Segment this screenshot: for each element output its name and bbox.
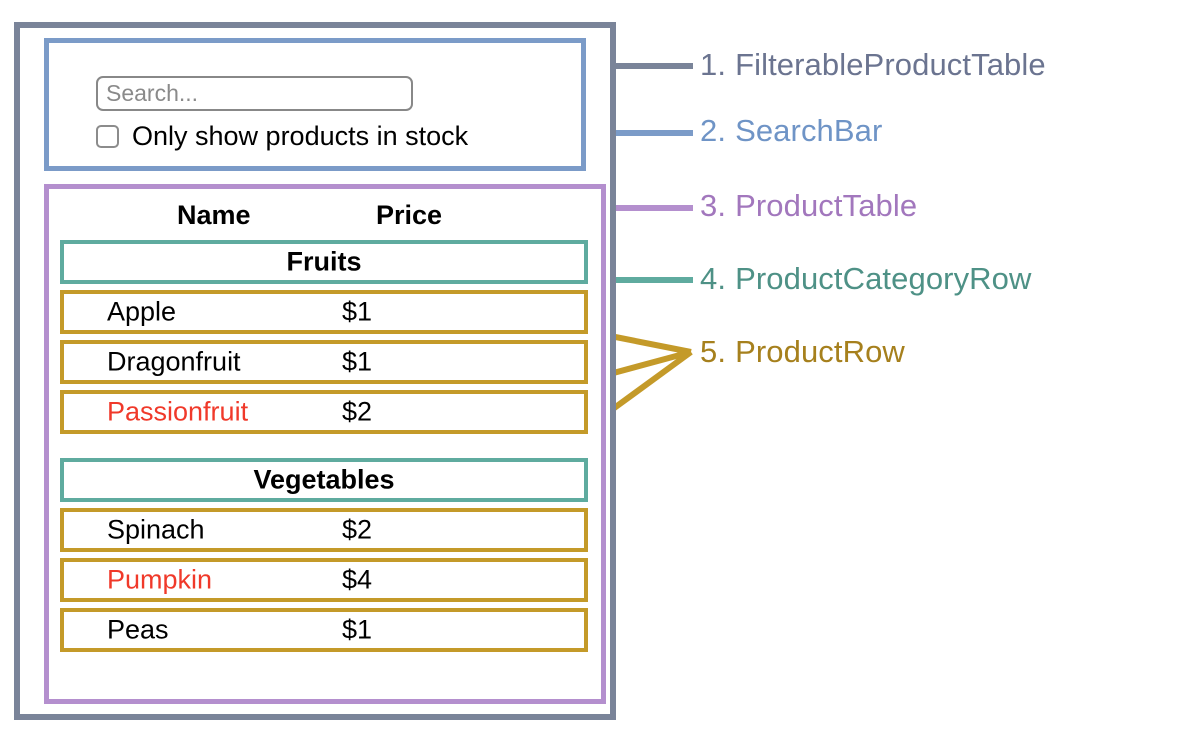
search-bar-box: Only show products in stock [44, 38, 586, 171]
product-row: Spinach $2 [60, 508, 588, 552]
product-row: Apple $1 [60, 290, 588, 334]
in-stock-checkbox-label: Only show products in stock [132, 121, 469, 151]
legend-item-search-bar: 2.SearchBar [700, 113, 882, 149]
legend-item-product-category-row: 4.ProductCategoryRow [700, 261, 1032, 297]
product-price: $4 [342, 564, 373, 595]
legend-item-filterable-product-table: 1.FilterableProductTable [700, 47, 1046, 83]
legend-label: ProductRow [735, 334, 905, 369]
legend-label: FilterableProductTable [735, 47, 1046, 82]
product-price: $2 [342, 514, 373, 545]
product-name: Peas [107, 614, 169, 645]
section-spacer [60, 440, 588, 458]
legend-number: 2. [700, 113, 727, 148]
product-price: $1 [342, 296, 373, 327]
product-category-row: Fruits [60, 240, 588, 284]
legend-number: 3. [700, 188, 727, 223]
legend-label: SearchBar [735, 113, 883, 148]
product-row: Peas $1 [60, 608, 588, 652]
product-price: $2 [342, 396, 373, 427]
product-price: $1 [342, 346, 373, 377]
product-name: Apple [107, 296, 177, 327]
product-name: Spinach [107, 514, 205, 545]
product-table-inner: Name Price Fruits Apple $1 Dragonfruit $… [60, 193, 588, 658]
legend-number: 1. [700, 47, 727, 82]
in-stock-checkbox[interactable] [96, 125, 119, 148]
product-name: Dragonfruit [107, 346, 241, 377]
legend-number: 5. [700, 334, 727, 369]
legend-item-product-row: 5.ProductRow [700, 334, 905, 370]
legend-label: ProductTable [735, 188, 918, 223]
product-row: Dragonfruit $1 [60, 340, 588, 384]
column-header-name: Name [177, 200, 251, 230]
product-row: Passionfruit $2 [60, 390, 588, 434]
product-table-header-row: Name Price [60, 193, 588, 240]
product-table-box: Name Price Fruits Apple $1 Dragonfruit $… [44, 184, 606, 704]
legend-number: 4. [700, 261, 727, 296]
product-category-label: Vegetables [253, 464, 395, 495]
product-name: Pumpkin [107, 564, 213, 595]
legend-item-product-table: 3.ProductTable [700, 188, 917, 224]
product-row: Pumpkin $4 [60, 558, 588, 602]
column-header-price: Price [376, 200, 443, 230]
product-price: $1 [342, 614, 373, 645]
legend-label: ProductCategoryRow [735, 261, 1032, 296]
in-stock-filter-row[interactable]: Only show products in stock [96, 123, 468, 150]
product-category-row: Vegetables [60, 458, 588, 502]
product-name: Passionfruit [107, 396, 249, 427]
product-category-label: Fruits [286, 246, 362, 277]
search-input[interactable] [96, 76, 413, 111]
